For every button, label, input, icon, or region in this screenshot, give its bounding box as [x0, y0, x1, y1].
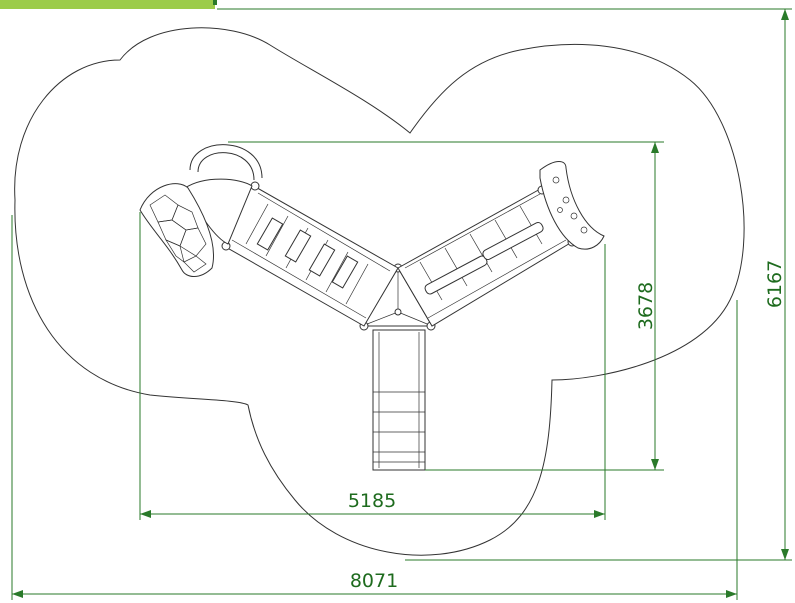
header-accent-notch — [213, 0, 217, 5]
central-hub — [359, 263, 436, 331]
equipment-height-label: 3678 — [635, 282, 657, 330]
total-width-label: 8071 — [350, 570, 398, 592]
log-beam — [424, 222, 544, 295]
dimension-equipment-width: 5185 — [139, 212, 606, 520]
dimension-equipment-height: 3678 — [228, 141, 664, 471]
bridge-plank — [256, 217, 359, 289]
net-climber — [139, 183, 214, 277]
header-accent-bar — [0, 0, 215, 9]
right-bridge — [397, 185, 577, 327]
climbing-wall — [539, 161, 605, 250]
arch-ladder — [189, 144, 263, 181]
play-structure — [139, 144, 605, 471]
left-bridge — [221, 181, 399, 327]
total-height-label: 6167 — [764, 260, 786, 308]
equipment-width-label: 5185 — [348, 490, 396, 512]
dimension-total-height: 6167 — [217, 8, 792, 561]
dimension-total-width: 8071 — [11, 215, 738, 600]
safety-zone-outline — [14, 27, 745, 556]
ladder-ramp — [372, 329, 426, 471]
